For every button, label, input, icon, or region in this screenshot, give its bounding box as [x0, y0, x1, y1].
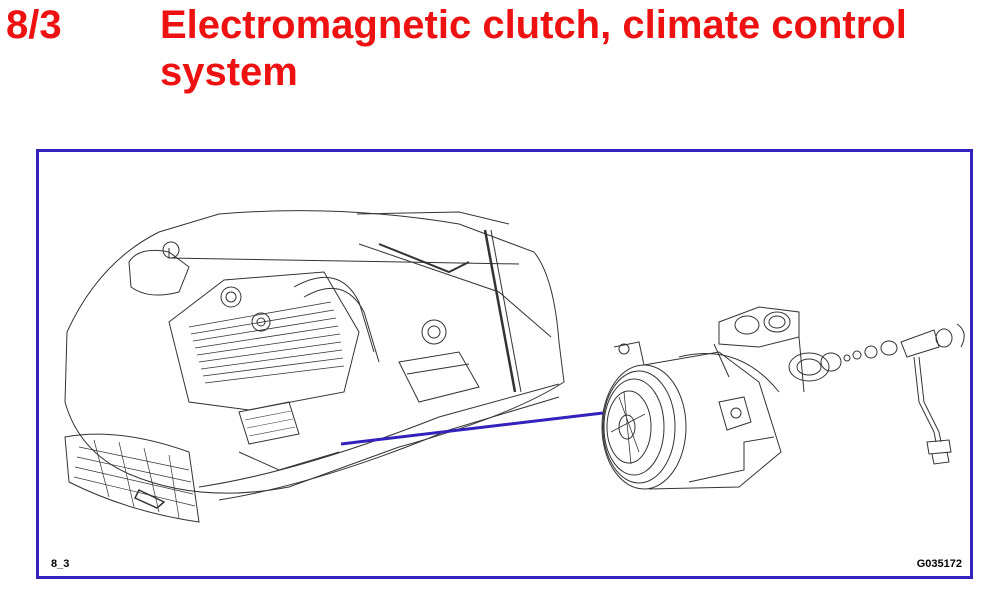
figure-frame: 8_3 G035172 — [36, 149, 973, 579]
engine-bay-icon — [64, 210, 565, 523]
technical-illustration — [64, 210, 965, 523]
pointer-line — [340, 411, 604, 446]
slide-number: 8/3 — [6, 3, 62, 47]
figure-code-left: 8_3 — [51, 558, 70, 570]
slide-title: Electromagnetic clutch, climate control … — [160, 3, 907, 94]
figure-code-right: G035172 — [916, 558, 962, 570]
ac-compressor-icon — [601, 306, 965, 490]
